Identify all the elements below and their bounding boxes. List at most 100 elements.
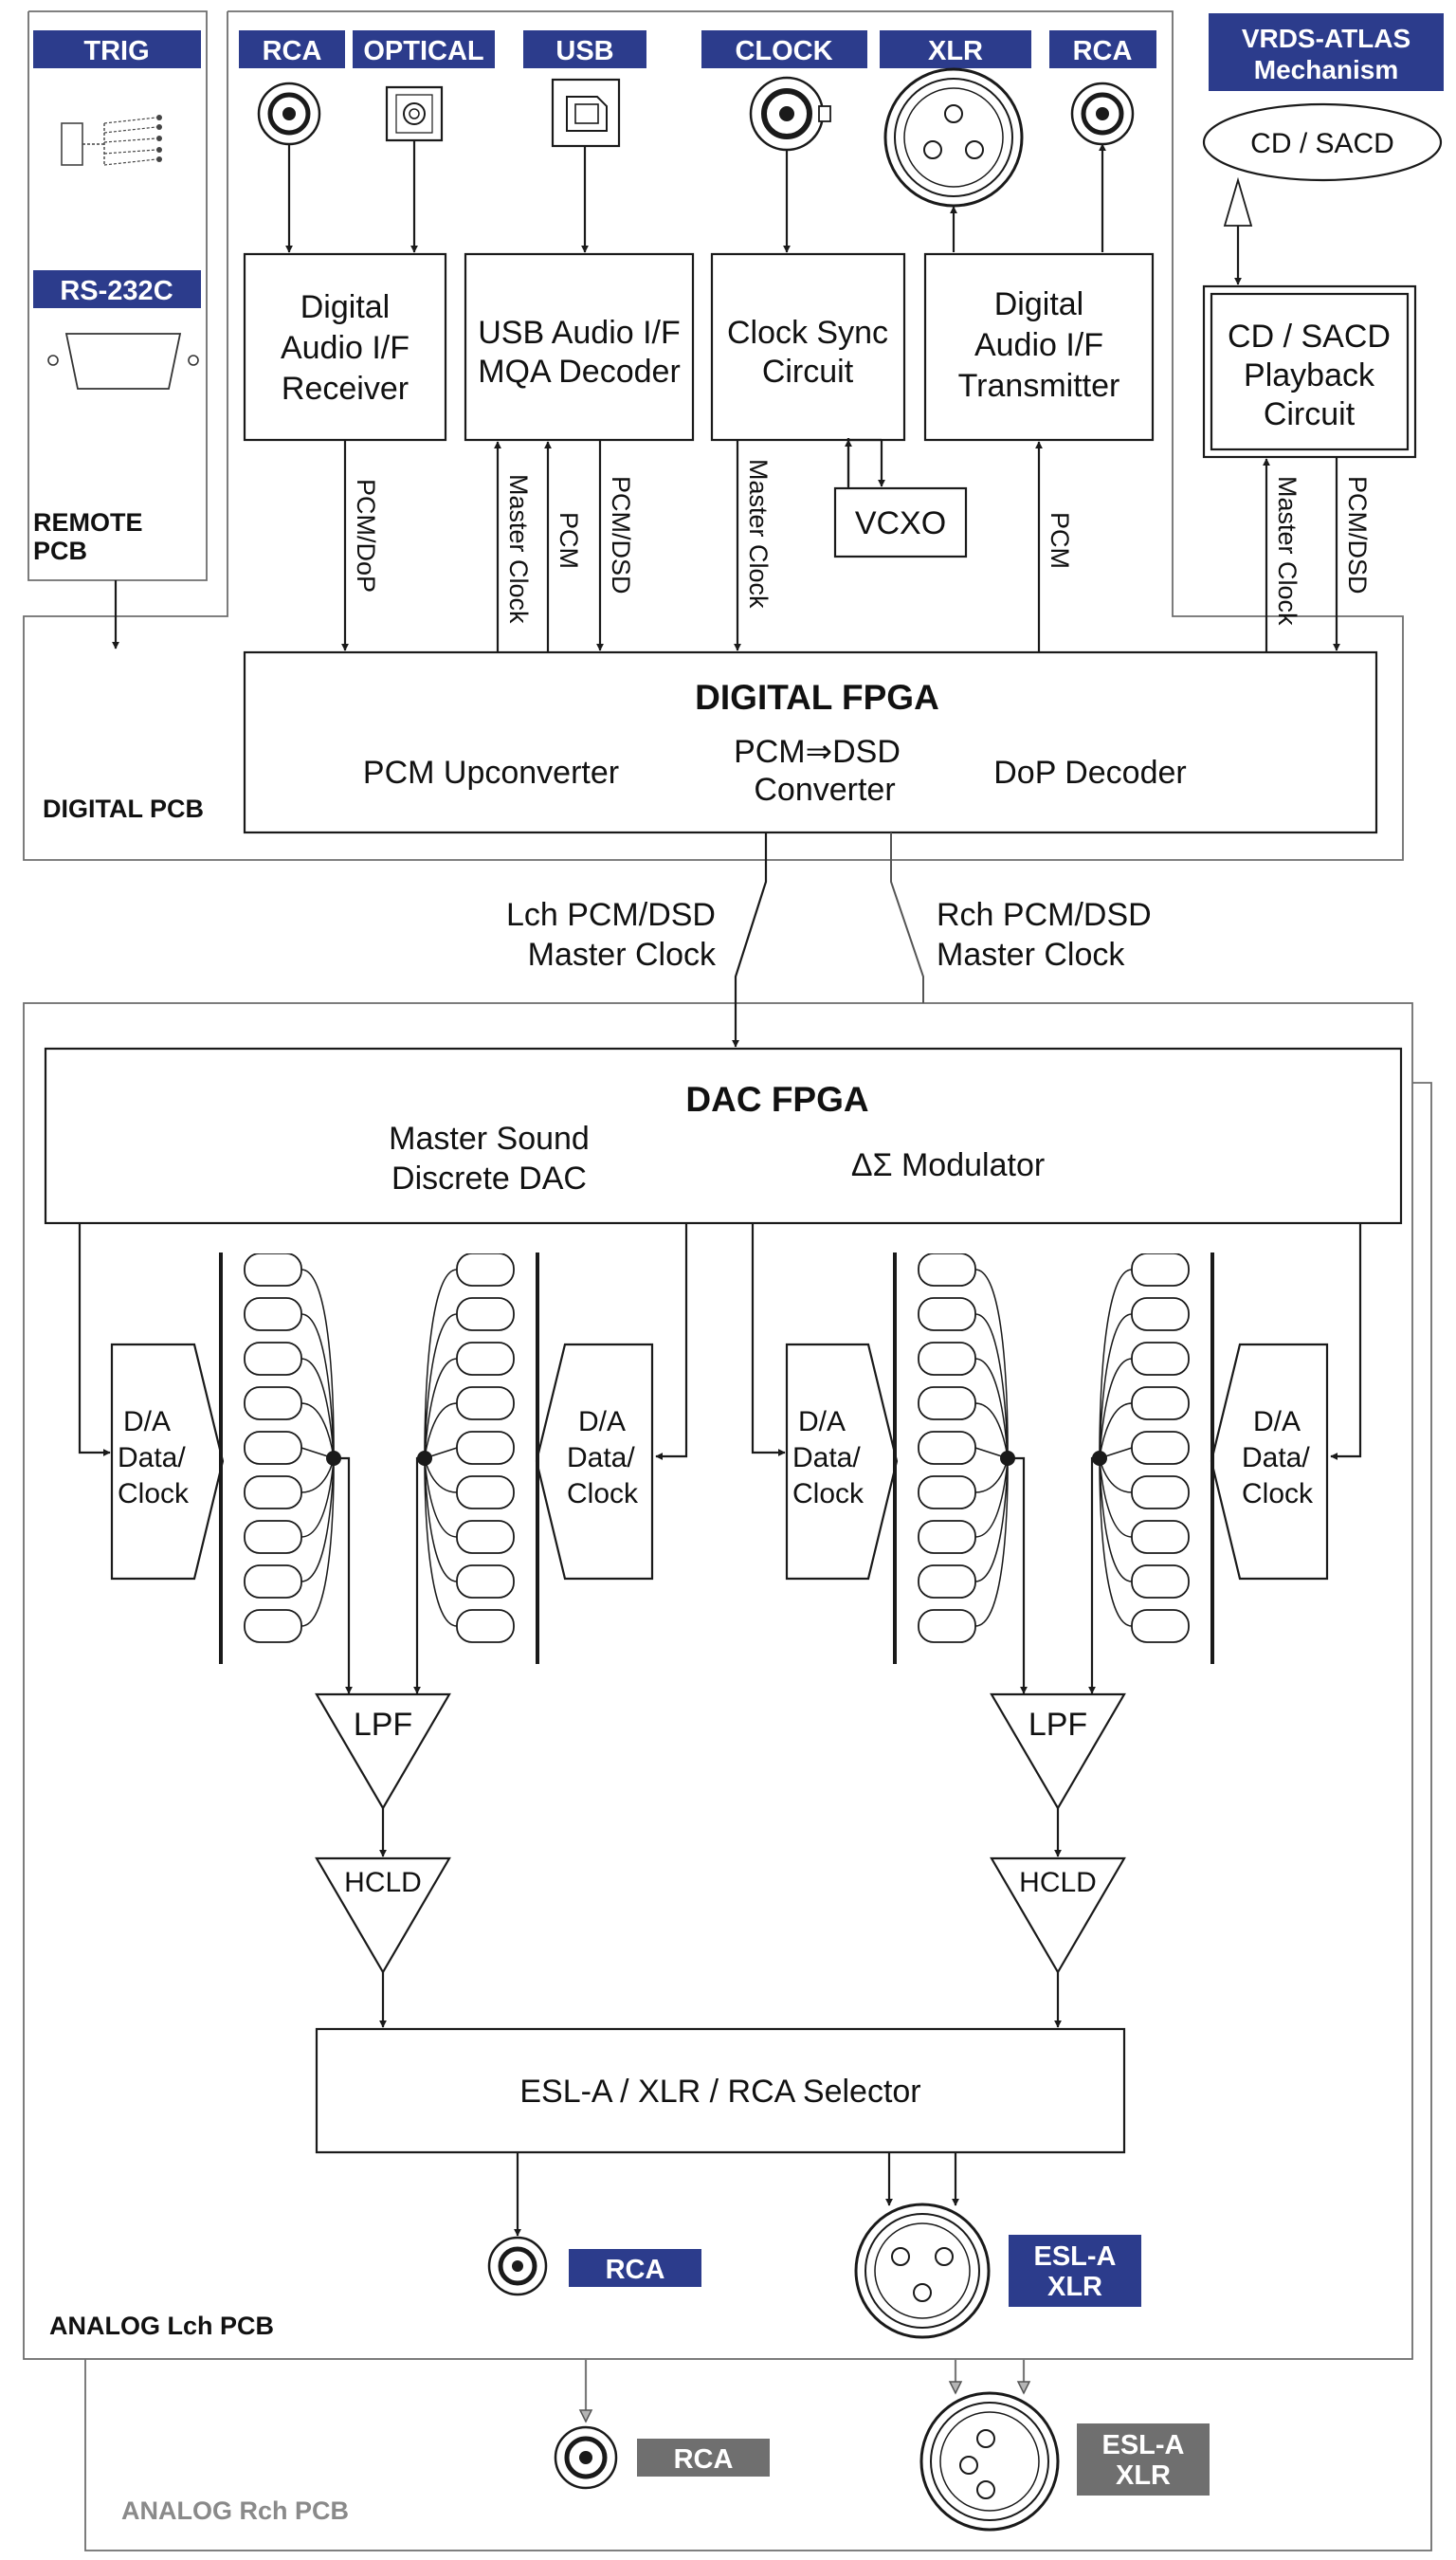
fpga-to-da2-wire: [655, 1223, 688, 1460]
pcm-upconverter-label: PCM Upconverter: [363, 755, 619, 791]
analog-rch-pcb-label: ANALOG Rch PCB: [121, 2496, 349, 2525]
svg-text:RS-232C: RS-232C: [60, 276, 173, 306]
hcld-right-block: [990, 1856, 1126, 1975]
dop-decoder-label: DoP Decoder: [993, 755, 1187, 791]
usb-badge: USB: [523, 30, 646, 68]
cd-playback-block-inner: [1210, 292, 1410, 451]
usb-audio-if-block: [464, 252, 695, 442]
svg-text:VRDS-ATLAS: VRDS-ATLAS: [1242, 24, 1410, 53]
fpga-to-da4-wire: [1330, 1223, 1362, 1460]
trig-badge: TRIG: [33, 30, 201, 68]
sync-master-clock-label: Master Clock: [744, 459, 773, 609]
cd-playback-block-outer: [1202, 284, 1417, 459]
hcld-left-block: [315, 1856, 451, 1975]
optical-port-icon: [385, 85, 444, 142]
esl-xlr-r-badge: ESL-A XLR: [1077, 2423, 1210, 2496]
da-block-2: [535, 1343, 654, 1581]
cd-sacd-disc: [1202, 102, 1443, 182]
digital-audio-receiver-block: [243, 252, 447, 442]
svg-text:RCA: RCA: [606, 2255, 665, 2285]
rca-input-badge: RCA: [239, 30, 345, 68]
svg-text:RCA: RCA: [1073, 36, 1133, 66]
remote-pcb-outline: [27, 10, 208, 581]
lch-bus-wire: [732, 832, 768, 1048]
rca-input-jack-icon: [257, 82, 321, 146]
da-block-4: [1210, 1343, 1329, 1581]
rca-l-output-jack-icon: [487, 2236, 548, 2296]
svg-text:Mechanism: Mechanism: [1254, 55, 1399, 84]
trig-jack-icon: [61, 115, 162, 166]
usb-pcm-dsd-label: PCM/DSD: [607, 476, 635, 594]
cd-sacd-disc-label: CD / SACD: [1250, 128, 1394, 159]
esl-xlr-r-connector-icon: [919, 2391, 1060, 2532]
lpf-right-label: LPF: [1028, 1707, 1087, 1743]
analog-rch-pcb-outline: [84, 1082, 1432, 2551]
dsub-connector-icon: [47, 333, 199, 390]
xlr-output-connector-icon: [883, 67, 1024, 208]
svg-text:XLR: XLR: [928, 36, 983, 66]
clock-bnc-jack-icon: [749, 76, 831, 152]
esl-xlr-l-connector-icon: [854, 2203, 991, 2339]
hcld-right-label: HCLD: [1019, 1867, 1097, 1898]
svg-text:TRIG: TRIG: [83, 36, 149, 66]
fpga-to-da3-wire: [751, 1223, 786, 1456]
svg-text:XLR: XLR: [1116, 2460, 1171, 2491]
svg-text:CLOCK: CLOCK: [735, 36, 832, 66]
rca-output-jack-icon: [1070, 82, 1135, 146]
clock-sync-block: [710, 252, 906, 442]
rca-output-badge: RCA: [1049, 30, 1156, 68]
svg-text:ESL-A: ESL-A: [1034, 2241, 1117, 2272]
digital-fpga-title: DIGITAL FPGA: [695, 678, 939, 717]
dac-fpga-title: DAC FPGA: [685, 1080, 868, 1119]
rca-l-badge: RCA: [569, 2249, 701, 2287]
digital-audio-transmitter-block: [923, 252, 1155, 442]
playback-pcm-dsd-label: PCM/DSD: [1343, 476, 1372, 594]
usb-pcm-label: PCM: [555, 512, 583, 569]
lpf-left-label: LPF: [354, 1707, 412, 1743]
digital-fpga-block: [243, 650, 1378, 834]
transmitter-pcm-label: PCM: [1046, 512, 1074, 569]
fpga-to-da1-wire: [78, 1223, 111, 1456]
svg-text:RCA: RCA: [674, 2444, 734, 2475]
selector-block: [315, 2027, 1126, 2154]
svg-text:XLR: XLR: [1047, 2272, 1102, 2302]
disc-to-playback-double-arrow: [1223, 176, 1253, 285]
usb-b-port-icon: [551, 78, 621, 148]
rch-bus-wire: [890, 832, 924, 1003]
pcm-dop-signal-label: PCM/DoP: [352, 479, 380, 593]
svg-text:USB: USB: [555, 36, 613, 66]
svg-text:RCA: RCA: [263, 36, 322, 66]
delta-sigma-label: ΔΣ Modulator: [851, 1147, 1045, 1183]
rca-r-badge: RCA: [637, 2439, 770, 2477]
xlr-badge: XLR: [880, 30, 1031, 68]
hcld-left-label: HCLD: [344, 1867, 422, 1898]
vrds-badge: VRDS-ATLAS Mechanism: [1209, 13, 1444, 91]
svg-text:OPTICAL: OPTICAL: [363, 36, 483, 66]
analog-lch-pcb-label: ANALOG Lch PCB: [49, 2312, 274, 2340]
esl-xlr-l-badge: ESL-A XLR: [1009, 2235, 1141, 2307]
lpf-right-block: [990, 1692, 1126, 1811]
optical-badge: OPTICAL: [353, 30, 495, 68]
vcxo-label: VCXO: [855, 505, 946, 541]
rca-r-output-jack-icon: [554, 2425, 618, 2490]
digital-pcb-label: DIGITAL PCB: [43, 795, 204, 823]
usb-master-clock-label: Master Clock: [504, 474, 533, 624]
